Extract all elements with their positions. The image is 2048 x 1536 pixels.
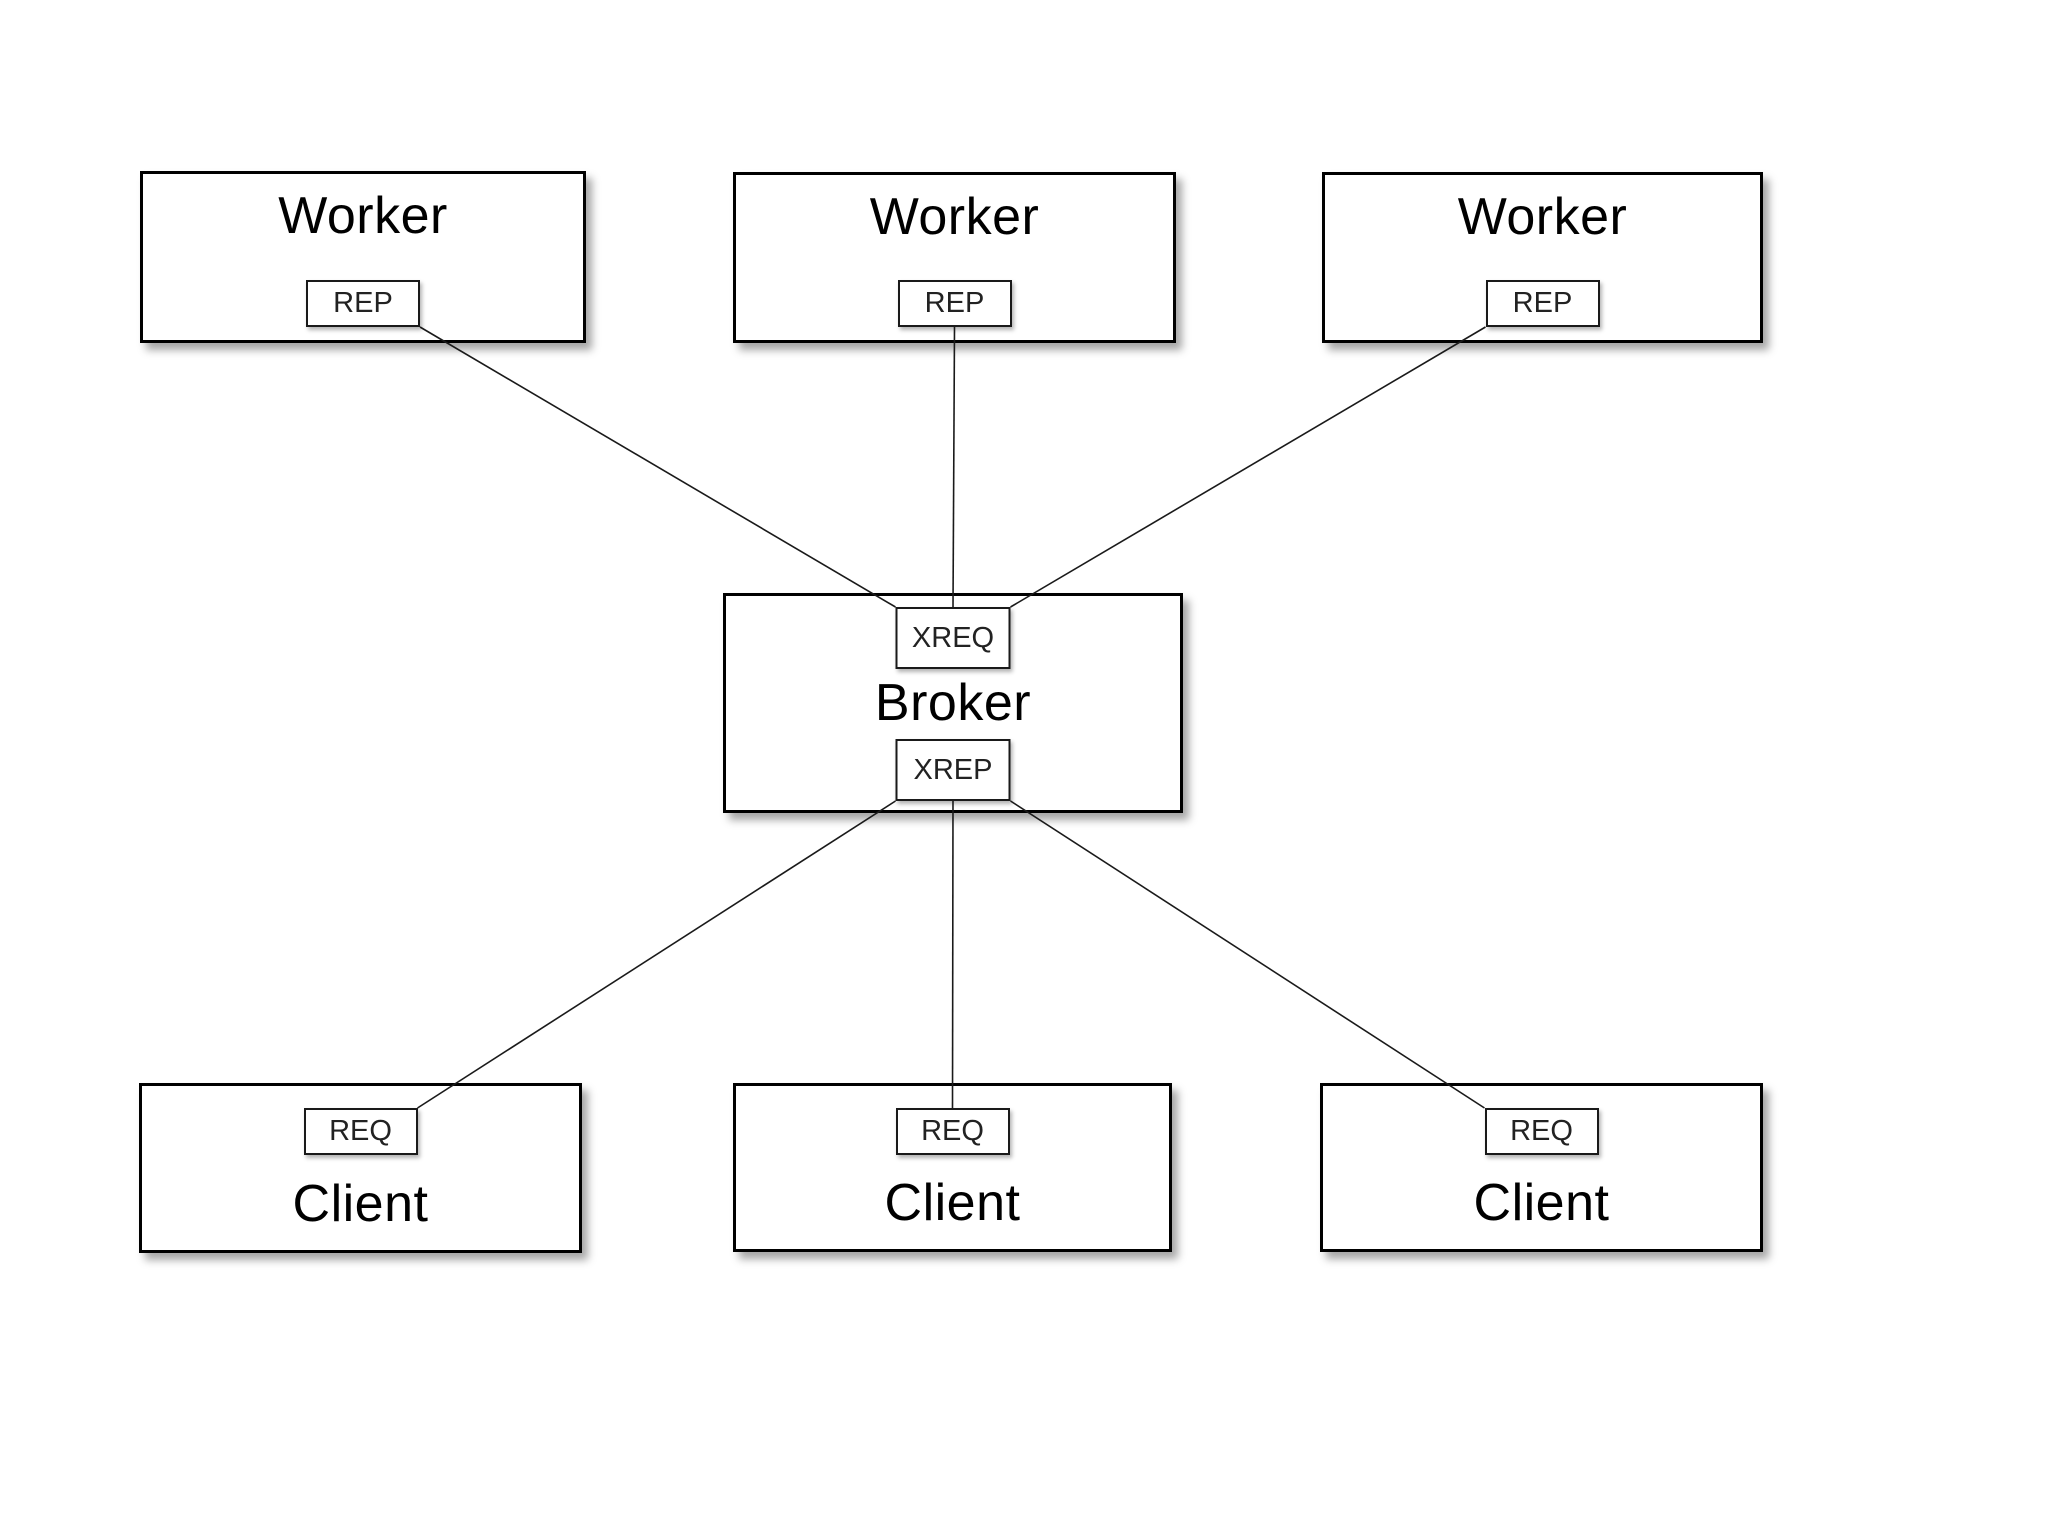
broker-title: Broker xyxy=(874,674,1032,732)
client-1-title: Client xyxy=(292,1175,429,1233)
client-3-title: Client xyxy=(1473,1174,1610,1232)
broker-xreq-label: XREQ xyxy=(911,621,995,654)
client-2-req-label: REQ xyxy=(921,1115,984,1147)
connector-line xyxy=(952,326,956,608)
worker-3-title: Worker xyxy=(1457,188,1628,246)
connector-line xyxy=(419,326,896,608)
connector-line xyxy=(1010,326,1486,608)
worker-3-rep-socket: REP xyxy=(1485,280,1600,327)
client-1-req-label: REQ xyxy=(329,1115,392,1147)
client-1-box: REQ Client xyxy=(139,1083,582,1253)
broker-xrep-label: XREP xyxy=(913,753,993,786)
worker-1-title: Worker xyxy=(278,187,448,245)
broker-xrep-socket: XREP xyxy=(895,739,1011,801)
client-2-req-socket: REQ xyxy=(895,1108,1010,1155)
broker-box: XREQ Broker XREP xyxy=(723,593,1183,813)
worker-2-rep-label: REP xyxy=(924,287,985,319)
client-3-req-socket: REQ xyxy=(1484,1108,1599,1155)
worker-1-box: Worker REP xyxy=(140,171,586,343)
worker-3-box: Worker REP xyxy=(1322,172,1763,343)
client-3-req-label: REQ xyxy=(1510,1115,1573,1147)
worker-3-rep-label: REP xyxy=(1512,287,1573,319)
connector-line xyxy=(417,800,896,1109)
broker-xreq-socket: XREQ xyxy=(895,607,1011,669)
worker-2-title: Worker xyxy=(869,188,1040,246)
worker-1-rep-socket: REP xyxy=(306,280,420,327)
client-2-box: REQ Client xyxy=(733,1083,1172,1252)
worker-2-box: Worker REP xyxy=(733,172,1176,343)
client-1-req-socket: REQ xyxy=(303,1108,418,1155)
connector-line xyxy=(951,800,954,1109)
connector-line xyxy=(1010,800,1485,1109)
client-3-box: REQ Client xyxy=(1320,1083,1763,1252)
worker-2-rep-socket: REP xyxy=(897,280,1012,327)
worker-1-rep-label: REP xyxy=(333,287,393,319)
client-2-title: Client xyxy=(884,1174,1021,1232)
